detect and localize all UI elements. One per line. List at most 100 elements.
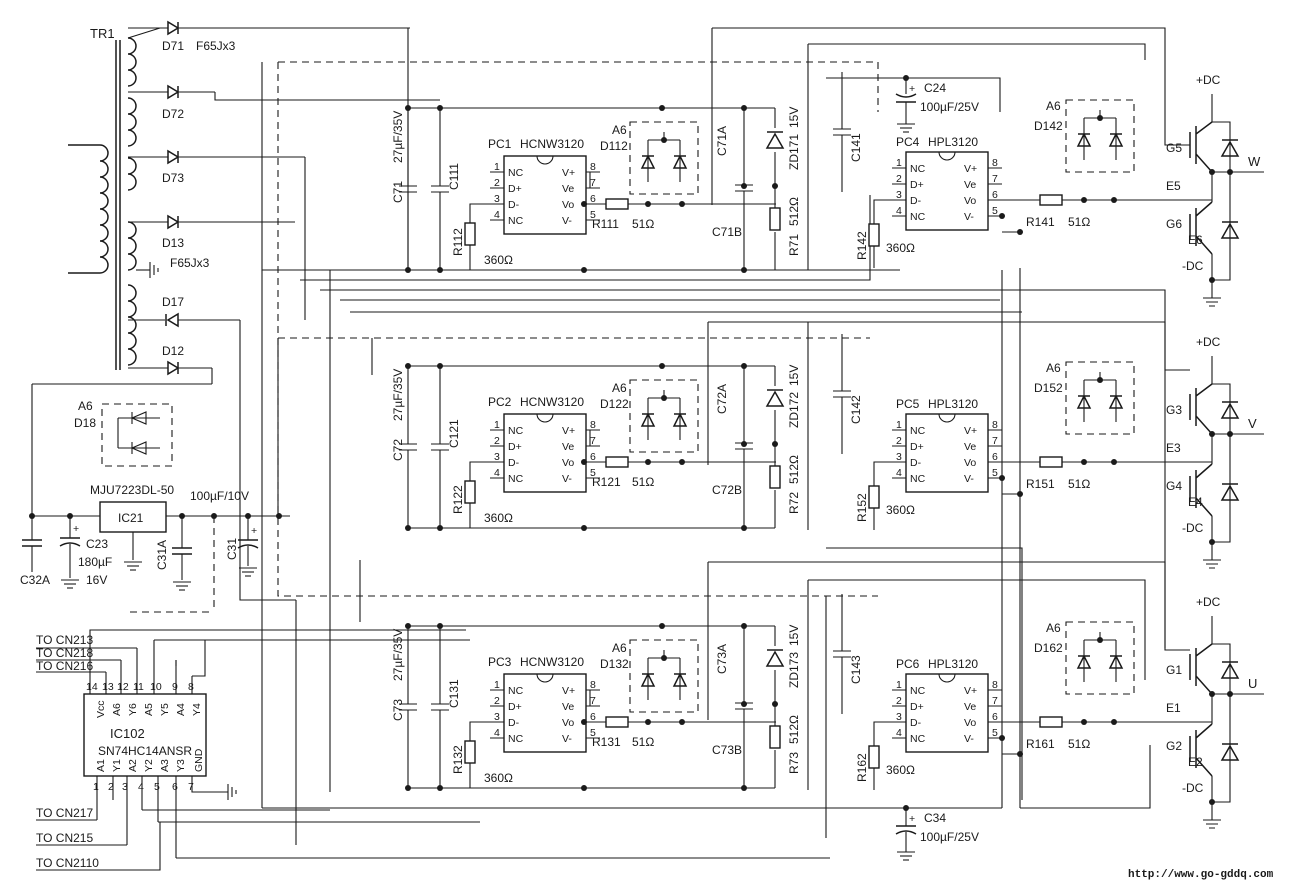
diode-icon xyxy=(640,412,656,427)
bridge-d18 xyxy=(101,403,173,467)
opto-pc3-name-right: V- xyxy=(562,733,572,745)
node xyxy=(1209,431,1215,437)
opto-pc6-name-right: Vo xyxy=(964,717,976,729)
opto-ref: PC5 xyxy=(896,397,920,411)
igbt-high-icon xyxy=(1189,383,1213,435)
bridge-d122 xyxy=(629,379,699,453)
opto-pc4-name-right: Ve xyxy=(964,179,976,191)
igbt-low-icon xyxy=(1189,201,1213,255)
c1-ref: C111 xyxy=(447,163,461,190)
node xyxy=(645,459,651,465)
opto-pc4-pin-right: 6 xyxy=(992,189,998,201)
zd-ref: ZD171 xyxy=(787,134,801,170)
cap-ref: C71 xyxy=(391,181,405,203)
c-ref: C142 xyxy=(849,395,863,424)
capacitor-main xyxy=(399,626,417,788)
opto-pc4-name-right: V- xyxy=(964,211,974,223)
opto-pc2-name-right: V- xyxy=(562,473,572,485)
r2-ref: R121 xyxy=(592,475,621,489)
r1-wire xyxy=(873,721,892,790)
opto-pc5-pin-left: 4 xyxy=(896,467,902,479)
opto-pc5-pin-right: 7 xyxy=(992,435,998,447)
stage-rails xyxy=(408,625,775,789)
diode-icon xyxy=(1108,132,1124,147)
node xyxy=(1209,169,1215,175)
opto-pc5-body xyxy=(905,413,989,493)
opto-pc4-name-left: NC xyxy=(910,163,926,175)
node xyxy=(645,201,651,207)
ground-icon xyxy=(1203,292,1221,307)
igbt-high-icon xyxy=(1189,121,1213,173)
opto-pc2-name-right: Ve xyxy=(562,441,574,453)
bus-left-2 xyxy=(214,28,440,320)
opto-pc3-name-right: V+ xyxy=(562,685,575,697)
opto-pc1-pin-right: 8 xyxy=(590,161,596,173)
r1-ref: R152 xyxy=(855,493,869,522)
opto-pc5-pin-right: 8 xyxy=(992,419,998,431)
ic102-top-pins: 14 13 12 11 10 9 8 xyxy=(86,681,194,693)
node xyxy=(1111,459,1117,465)
r1-ref: R122 xyxy=(451,485,465,514)
resistor-r1 xyxy=(868,485,880,509)
secondary-winding-2 xyxy=(127,97,137,147)
r2-value: 51Ω xyxy=(632,475,654,489)
node xyxy=(659,363,665,369)
node xyxy=(1209,539,1215,545)
r3-value: 512Ω xyxy=(787,455,801,484)
opto-pc2-notch xyxy=(536,413,554,423)
svg-text:10: 10 xyxy=(150,681,162,693)
resistor-r2 xyxy=(605,456,629,468)
svg-text:6: 6 xyxy=(172,781,178,793)
bus-top-2 xyxy=(807,43,1146,270)
opto-pc3-pin-left: 3 xyxy=(494,711,500,723)
input-cn215: TO CN215 xyxy=(36,831,93,845)
node xyxy=(741,267,747,273)
ground-symbol xyxy=(1203,814,1221,829)
resistor-r2 xyxy=(605,716,629,728)
ic102-part: SN74HC14ANSR xyxy=(98,744,192,758)
node xyxy=(1111,197,1117,203)
opto-pc5-name-left: D- xyxy=(910,457,922,469)
opto-pc2-name-left: D+ xyxy=(508,441,522,453)
bridge-ref: D122 xyxy=(600,397,629,411)
r1-value: 360Ω xyxy=(886,241,915,255)
opto-pc5-pin-right: 6 xyxy=(992,451,998,463)
bus-top-hi xyxy=(711,27,1190,205)
diode-d12: D12 xyxy=(32,344,213,385)
node xyxy=(437,525,443,531)
node xyxy=(581,525,587,531)
opto-pc3-pin-right: 7 xyxy=(590,695,596,707)
bus-mid xyxy=(300,195,1190,622)
node xyxy=(1081,197,1087,203)
r1-value: 360Ω xyxy=(886,503,915,517)
d12-label: D12 xyxy=(162,344,184,358)
opto-pc5-pin-left: 1 xyxy=(896,419,902,431)
svg-text:A1: A1 xyxy=(95,759,107,772)
opto-pc1-pin-left: 4 xyxy=(494,209,500,221)
resistor-r1 xyxy=(464,222,476,246)
node xyxy=(772,183,778,189)
opto-pc3-name-right: Vo xyxy=(562,717,574,729)
emitter-low: E6 xyxy=(1188,233,1203,247)
input-cn2110: TO CN2110 xyxy=(36,856,99,870)
opto-pc3-pin-right: 5 xyxy=(590,727,596,739)
reg-part-label: MJU7223DL-50 xyxy=(90,483,174,497)
diode-d13: D13 F65Jx3 xyxy=(128,214,295,270)
node xyxy=(405,623,411,629)
f65-note-top: F65Jx3 xyxy=(196,39,236,53)
secondary-winding-3 xyxy=(127,157,137,191)
opto-pc5-notch xyxy=(938,413,956,423)
opto-pc3-name-left: D- xyxy=(508,717,520,729)
ground-icon xyxy=(124,561,142,571)
opto-pc1-pin-right: 7 xyxy=(590,177,596,189)
c32a-label: C32A xyxy=(20,573,50,587)
opto-pc3-body xyxy=(503,673,587,753)
svg-text:5: 5 xyxy=(154,781,160,793)
stage-rails xyxy=(408,365,775,529)
igbt-rail xyxy=(1211,356,1231,543)
opto-pc5-name-left: NC xyxy=(910,425,926,437)
tr1-label: TR1 xyxy=(90,26,115,41)
